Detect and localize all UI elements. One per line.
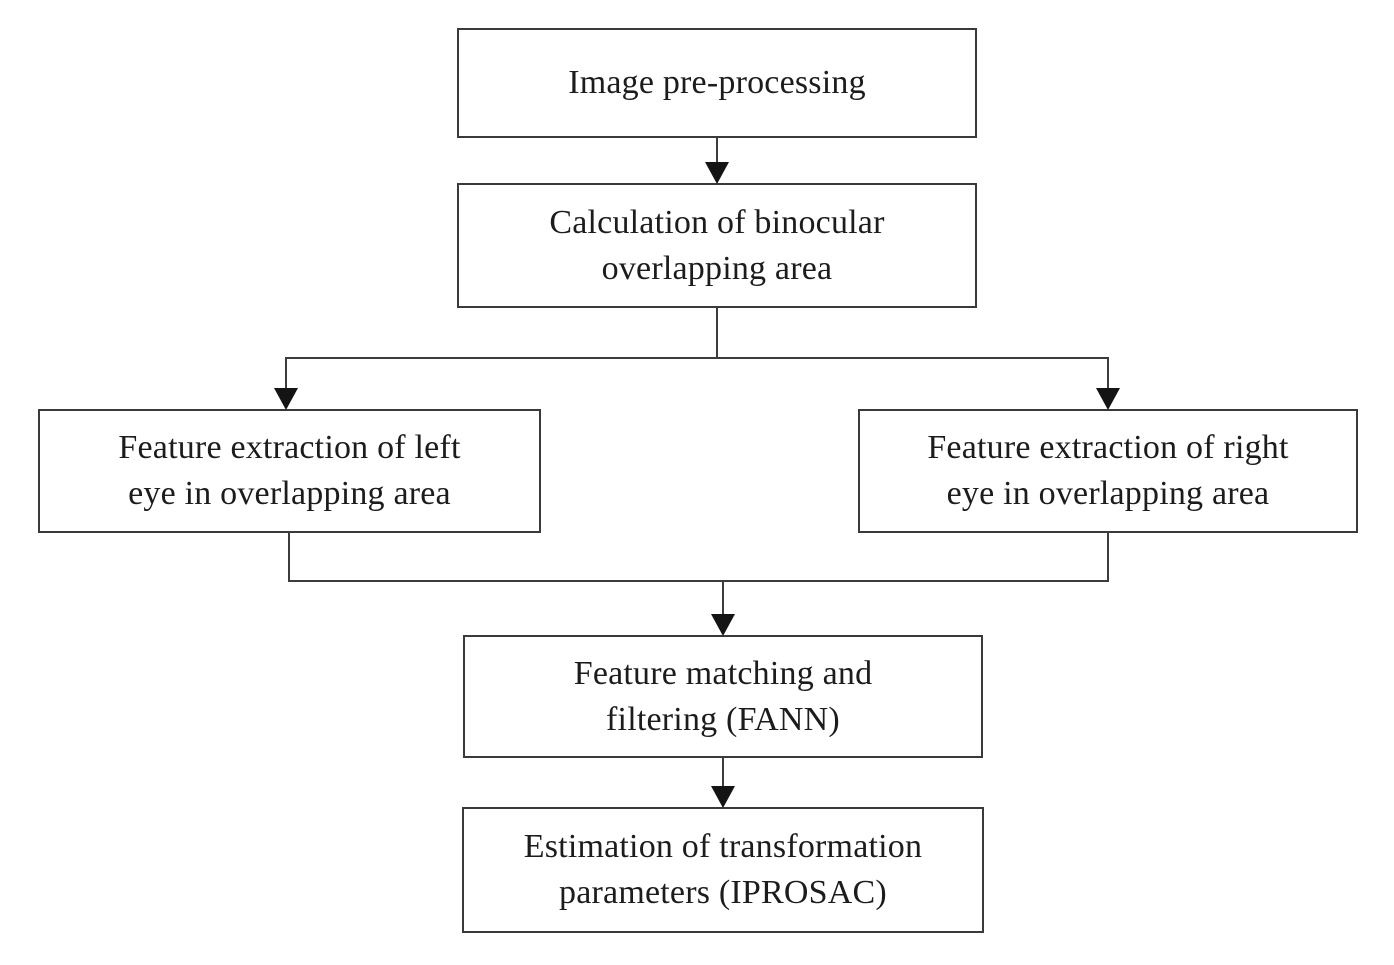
flow-node-feature-extraction-left: Feature extraction of left eye in overla…	[38, 409, 541, 533]
node-label-line: Feature matching and	[573, 654, 873, 692]
node-label-line: Calculation of binocular	[549, 203, 885, 241]
node-label-line: Image pre-processing	[568, 64, 866, 101]
arrow-down-icon	[274, 388, 298, 410]
connector-merge-stem	[722, 580, 724, 614]
flow-node-feature-matching: Feature matching and filtering (FANN)	[463, 635, 983, 758]
node-label-line: Estimation of transformation	[523, 828, 923, 865]
flow-node-estimation-parameters: Estimation of transformation parameters …	[462, 807, 984, 933]
connector-a-to-b	[716, 137, 718, 164]
node-label-line: parameters (IPROSAC)	[559, 874, 887, 911]
arrow-down-icon	[711, 614, 735, 636]
arrow-down-icon	[1096, 388, 1120, 410]
arrow-down-icon	[705, 162, 729, 184]
connector-b-stem	[716, 307, 718, 359]
node-label-line: eye in overlapping area	[128, 475, 451, 512]
node-label-line: Feature extraction of right	[927, 429, 1289, 466]
connector-branch-left	[285, 357, 287, 388]
flow-node-feature-extraction-right: Feature extraction of right eye in overl…	[858, 409, 1358, 533]
flow-node-image-pre-processing: Image pre-processing	[457, 28, 977, 138]
node-label-line: eye in overlapping area	[946, 475, 1270, 512]
connector-merge-right	[1107, 532, 1109, 582]
connector-branch-right	[1107, 357, 1109, 388]
connector-merge-left	[288, 532, 290, 582]
node-label-line: filtering (FANN)	[606, 700, 840, 738]
connector-branch-bar	[285, 357, 1109, 359]
flow-node-binocular-overlap: Calculation of binocular overlapping are…	[457, 183, 977, 308]
arrow-down-icon	[711, 786, 735, 808]
node-label-line: overlapping area	[601, 249, 833, 287]
connector-merge-bar	[288, 580, 1109, 582]
node-label-line: Feature extraction of left	[118, 429, 461, 466]
connector-e-to-f	[722, 757, 724, 786]
